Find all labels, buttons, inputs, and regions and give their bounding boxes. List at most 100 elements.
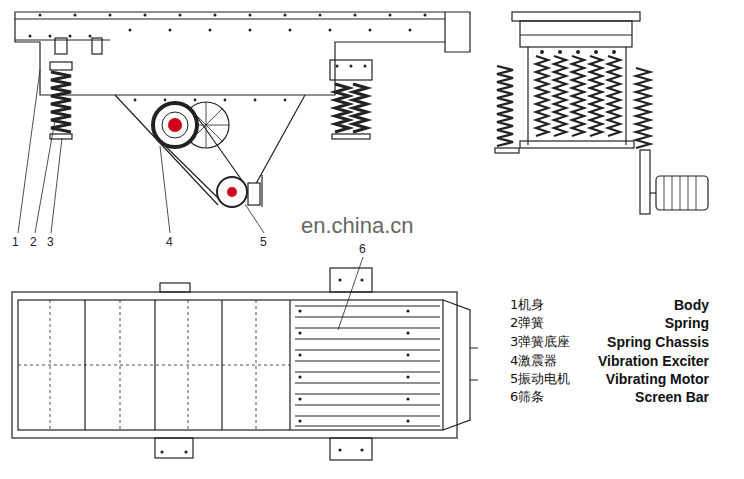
body-flange [444,12,445,42]
part-name-en: Body [674,297,709,313]
spring-coil [51,72,71,132]
plan-view-part-part [184,450,187,453]
end-view-part-part [558,50,562,54]
bolt-row-part [289,29,292,32]
bolt-row-part [74,14,77,17]
bolt-row-part [144,14,147,17]
bolt-row-part [319,14,322,17]
spring-bracket [330,268,372,292]
hopper-rim [512,12,640,21]
spring-bracket [330,438,372,460]
callout-number: 2 [30,236,37,250]
support-lug [92,38,102,54]
plan-view-part-part [406,309,409,312]
spring-chassis [495,148,519,153]
part-name-en: Spring [665,315,709,331]
plan-view-part-part [360,448,363,451]
watermark: en.china.cn [298,213,417,238]
body-rail [15,18,445,19]
body-edge [15,39,110,40]
plan-view-part [160,278,363,453]
side-view-part-part [224,99,227,102]
bolt-row-part [329,29,332,32]
plan-view-part-part [338,448,341,451]
plan-view-part [298,309,409,422]
end-view-part-part [594,50,598,54]
body-plan [12,292,457,438]
callout-number: 5 [260,236,267,250]
bolt-row-part [69,35,72,38]
plan-view-part-part [298,375,301,378]
side-view-part-part [164,99,167,102]
side-view-part-part [350,65,353,68]
bolt-row-part [39,14,42,17]
callout-number: 1 [12,236,19,250]
motor-bracket [640,150,650,214]
side-view-part [134,99,287,102]
plan-view-part-part [338,278,341,281]
spring-chassis [50,134,72,139]
part-name-zh: 4激震器 [510,354,557,369]
plan-view-part-part [298,331,301,334]
motor-fins [664,176,696,210]
side-view-part [336,65,367,68]
plan-view-part-part [406,331,409,334]
support-lug [155,438,193,458]
leader-lines-part [245,204,264,233]
end-view-part-part [540,50,544,54]
support-lug [55,38,67,54]
spring-seat [50,62,72,70]
end-view-part-part [576,50,580,54]
body-outline [15,12,470,95]
side-view-part-part [134,99,137,102]
spring-bracket [330,60,372,80]
spring-coil [353,84,367,132]
bolt-row-part [409,29,412,32]
part-name-zh: 5振动电机 [510,372,570,387]
callout-number: 4 [166,236,173,250]
end-view [495,12,708,214]
vibrating-motor [248,183,260,205]
spring-coil [554,56,566,136]
bolt-row-part [109,14,112,17]
spring-coil [536,56,548,136]
bolt-row-part [389,14,392,17]
support-lug [160,283,190,292]
end-view-part-part [612,50,616,54]
callout-number: 6 [359,243,366,257]
bolt-row-part [29,35,32,38]
bolt-row-part [89,35,92,38]
bolt-row-part [214,14,217,17]
plan-view-part-part [160,450,163,453]
motor-base [261,175,262,207]
part-name-en: Spring Chassis [607,334,709,350]
leader-lines-part [160,146,170,233]
trough-plan [18,300,443,430]
plan-view-part-part [298,419,301,422]
vibrating-motor [656,176,708,210]
leader-lines [18,70,363,330]
callout-number: 3 [47,236,54,250]
hopper [520,21,632,47]
spring-coil [572,56,584,136]
plan-view-part-part [406,419,409,422]
bolt-row-part [369,29,372,32]
plan-view-part-part [406,375,409,378]
spring-coil [590,56,602,136]
bolt-row-part [284,14,287,17]
bolt-row-part [179,14,182,17]
spring-chassis [520,141,634,148]
discharge-lip [443,300,470,430]
bolt-row [29,14,427,38]
plan-view-part-part [298,353,301,356]
bolt-row-part [354,14,357,17]
side-view-part-part [194,99,197,102]
bolt-row-part [209,29,212,32]
bolt-row-part [129,29,132,32]
bolt-row-part [249,14,252,17]
end-plate [528,47,626,145]
part-name-en: Screen Bar [635,389,709,405]
spring-coil [636,68,650,148]
